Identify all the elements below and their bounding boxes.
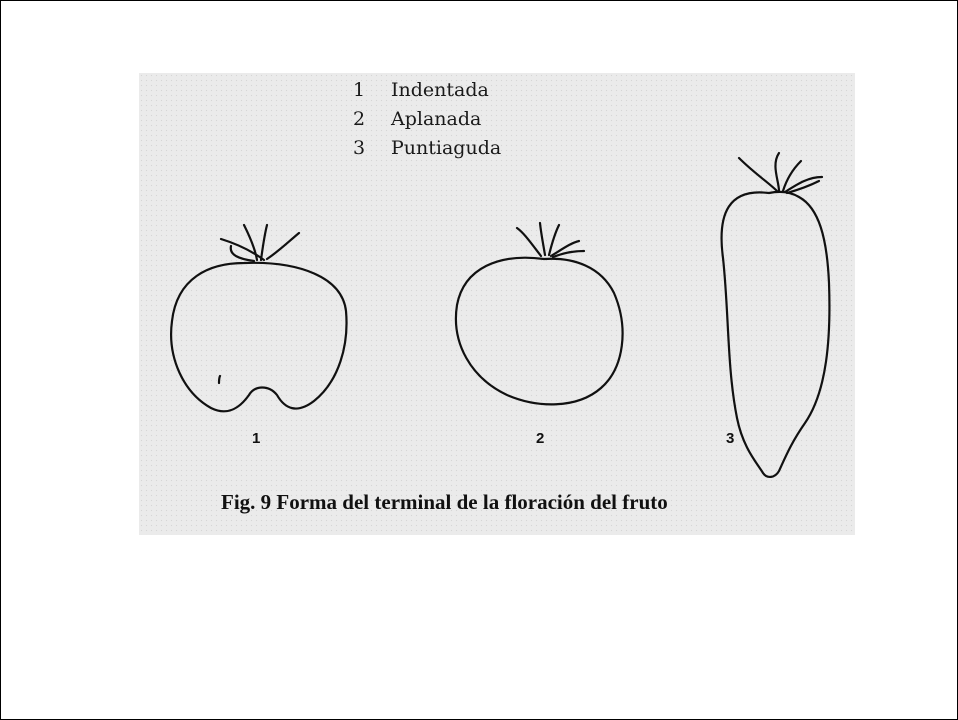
legend: 1 Indentada 2 Aplanada 3 Puntiaguda <box>353 76 501 163</box>
legend-number: 3 <box>353 137 366 159</box>
legend-item-1: 1 Indentada <box>353 76 501 105</box>
figure-caption: Fig. 9 Forma del terminal de la floració… <box>221 490 668 514</box>
fruit-1-indented <box>170 223 348 413</box>
fruit-2-number: 2 <box>536 430 545 447</box>
legend-item-3: 3 Puntiaguda <box>353 134 501 163</box>
fruit-3-number: 3 <box>726 430 735 447</box>
legend-label: Aplanada <box>391 108 482 130</box>
legend-label: Puntiaguda <box>391 137 502 159</box>
legend-label: Indentada <box>391 79 489 101</box>
fruit-2-flat <box>454 221 624 406</box>
legend-number: 2 <box>353 108 366 130</box>
figure-panel: 1 Indentada 2 Aplanada 3 Puntiaguda <box>139 73 855 535</box>
legend-item-2: 2 Aplanada <box>353 105 501 134</box>
legend-number: 1 <box>353 79 366 101</box>
fruit-drawings <box>170 151 831 478</box>
fruit-3-pointed <box>720 151 831 478</box>
fruit-1-number: 1 <box>252 430 261 447</box>
